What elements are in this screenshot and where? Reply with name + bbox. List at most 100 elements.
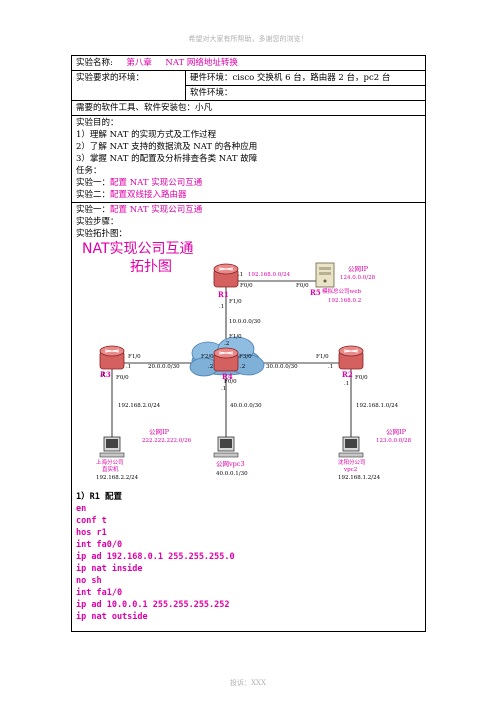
router-r2-icon bbox=[338, 345, 364, 370]
r4-f20-dot: .2 bbox=[208, 364, 214, 370]
r1-name: R1 bbox=[218, 290, 229, 299]
code-line: en bbox=[76, 504, 87, 514]
purpose-item-3: 3）掌握 NAT 的配置及分析排查各类 NAT 故障 bbox=[76, 154, 258, 164]
r5-public-ip: 公网IP bbox=[348, 265, 368, 273]
diagram-title-line1: NAT实现公司互通 bbox=[82, 241, 194, 257]
r3-dot: .1 bbox=[100, 372, 106, 378]
row-experiment-name: 实验名称: 第八章 NAT 网络地址转换 bbox=[71, 55, 426, 71]
purpose-cell: 实验目的： 1）理解 NAT 的实现方式及工作过程 2）了解 NAT 支持的数据… bbox=[71, 115, 426, 203]
pc-vpc3-icon bbox=[213, 436, 239, 458]
r5-ip: 192.168.0.2 bbox=[328, 298, 362, 304]
section-r1-config: 1）R1 配置 bbox=[76, 492, 122, 502]
chapter-title: NAT 网络地址转换 bbox=[165, 58, 238, 68]
code-line: int fa1/0 bbox=[76, 588, 123, 598]
sh-name2: 直实机 bbox=[102, 467, 119, 473]
sh-public-net: 222.222.222.0/26 bbox=[142, 438, 192, 444]
r1-f10-dot: .1 bbox=[219, 304, 225, 310]
r5-name: R5 bbox=[310, 288, 321, 297]
code-line: ip nat outside bbox=[76, 612, 148, 622]
r2-dot: .1 bbox=[344, 381, 350, 387]
topology-lines bbox=[99, 262, 364, 458]
r5-f00: F0/0 bbox=[296, 283, 309, 289]
r4-name: R4 bbox=[222, 372, 233, 381]
net-30: 30.0.0.0/30 bbox=[266, 364, 298, 370]
r4-f20: F2/0 bbox=[201, 354, 214, 360]
sh-public-ip: 公网IP bbox=[149, 428, 169, 436]
experiment-table: 实验名称: 第八章 NAT 网络地址转换 实验要求的环境： 硬件环境：cisco… bbox=[71, 55, 426, 632]
software-cell: 软件环境： bbox=[185, 85, 426, 101]
tools-cell: 需要的软件工具、软件安装包：小凡 bbox=[71, 100, 426, 116]
code-line: int fa0/0 bbox=[76, 540, 123, 550]
r4-f30: F3/0 bbox=[239, 354, 252, 360]
net-20: 20.0.0.0/30 bbox=[148, 364, 180, 370]
chapter-label: 第八章 bbox=[126, 58, 152, 68]
vpc3-ip: 40.0.0.1/30 bbox=[216, 471, 248, 477]
r4-f10: F1/0 bbox=[229, 334, 242, 340]
experiment-one-cell: 实验一：配置 NAT 实现公司互通 实验步骤： 实验拓扑图： bbox=[71, 202, 426, 632]
task-label: 任务： bbox=[76, 166, 102, 176]
code-block: en conf t hos r1 int fa0/0 ip ad 192.168… bbox=[76, 503, 421, 623]
router-r1-icon bbox=[213, 263, 239, 288]
row-tools: 需要的软件工具、软件安装包：小凡 bbox=[71, 100, 426, 116]
exp1-heading: 实验一：配置 NAT 实现公司互通 bbox=[76, 205, 203, 215]
r3-f00: F0/0 bbox=[116, 375, 129, 381]
row-experiment-one: 实验一：配置 NAT 实现公司互通 实验步骤： 实验拓扑图： bbox=[71, 202, 426, 632]
pc-shenyang-icon bbox=[338, 436, 364, 458]
net-10: 10.0.0.0/30 bbox=[229, 319, 261, 325]
code-line: ip ad 192.168.0.1 255.255.255.0 bbox=[76, 552, 235, 562]
r1-f00: F0/0 bbox=[240, 283, 253, 289]
sy-name2: vpc2 bbox=[344, 467, 358, 473]
sy-public-ip: 公网IP bbox=[386, 428, 406, 436]
r4-f30-dot: .2 bbox=[240, 364, 246, 370]
row-purpose: 实验目的： 1）理解 NAT 的实现方式及工作过程 2）了解 NAT 支持的数据… bbox=[71, 115, 426, 203]
code-line: ip nat inside bbox=[76, 564, 143, 574]
r3-name: R3 bbox=[100, 370, 111, 379]
sy-public-net: 123.0.0.0/28 bbox=[376, 438, 412, 444]
vpc3-public: 公网vpc3 bbox=[216, 460, 245, 468]
r3-f10: F1/0 bbox=[128, 354, 141, 360]
r5-public-net: 124.0.0.0/28 bbox=[340, 275, 376, 281]
net-192-2: 192.168.2.0/24 bbox=[118, 403, 161, 409]
r1-f10: F1/0 bbox=[229, 299, 242, 305]
r2-f10-dot: .1 bbox=[328, 364, 334, 370]
steps-heading: 实验步骤： bbox=[76, 217, 119, 227]
code-line: ip ad 10.0.0.1 255.255.255.252 bbox=[76, 600, 230, 610]
r1-f00-dot: .1 bbox=[238, 272, 244, 278]
sh-name1: 上海分公司 bbox=[96, 460, 124, 466]
pc-shanghai-icon bbox=[99, 436, 125, 458]
code-line: hos r1 bbox=[76, 528, 107, 538]
experiment-name-cell: 实验名称: 第八章 NAT 网络地址转换 bbox=[71, 55, 426, 71]
router-r3-icon bbox=[99, 345, 125, 370]
net-40: 40.0.0.0/30 bbox=[230, 403, 262, 409]
sy-name1: 沈阳分公司 bbox=[338, 460, 366, 466]
r2-name: R2 bbox=[342, 370, 353, 379]
page-footer-note: 投诉：XXX bbox=[230, 679, 266, 687]
purpose-title: 实验目的： bbox=[76, 118, 119, 128]
purpose-item-1: 1）理解 NAT 的实现方式及工作过程 bbox=[76, 130, 217, 140]
diagram-title-line2: 拓扑图 bbox=[130, 259, 172, 275]
sh-ip: 192.168.2.2/24 bbox=[96, 475, 139, 481]
code-line: no sh bbox=[76, 576, 102, 586]
row-environment: 实验要求的环境： 硬件环境：cisco 交换机 6 台，路由器 2 台，pc2 … bbox=[71, 70, 426, 101]
r4-f00-dot: .1 bbox=[221, 386, 227, 392]
server-r5-icon bbox=[315, 262, 335, 288]
r4-f10-dot: .2 bbox=[224, 341, 230, 347]
task-2: 实验二：配置双线接入路由器 bbox=[76, 190, 187, 200]
topology-diagram: NAT实现公司互通 拓扑图 R1 R3 R4 R2 R5 .1 192.168.… bbox=[76, 241, 421, 491]
r2-f00: F0/0 bbox=[355, 375, 368, 381]
name-label: 实验名称: bbox=[76, 58, 113, 68]
page-header-note: 希望对大家有所帮助，多谢您的浏览！ bbox=[188, 35, 308, 43]
r3-f10-dot: .1 bbox=[126, 364, 132, 370]
topology-heading: 实验拓扑图： bbox=[76, 229, 128, 239]
r4-f00: F0/0 bbox=[224, 379, 237, 385]
router-r4-icon bbox=[213, 347, 239, 372]
task-1: 实验一：配置 NAT 实现公司互通 bbox=[76, 178, 203, 188]
r5-desc: 模拟总公司web bbox=[322, 289, 361, 295]
purpose-item-2: 2）了解 NAT 支持的数据流及 NAT 的各种应用 bbox=[76, 142, 258, 152]
code-line: conf t bbox=[76, 516, 107, 526]
r1-net: 192.168.0.0/24 bbox=[248, 272, 291, 278]
net-192-1: 192.168.1.0/24 bbox=[356, 403, 399, 409]
sy-ip: 192.168.1.2/24 bbox=[338, 475, 381, 481]
hardware-cell: 硬件环境：cisco 交换机 6 台，路由器 2 台，pc2 台 bbox=[185, 70, 426, 86]
r2-f10: F1/0 bbox=[316, 354, 329, 360]
